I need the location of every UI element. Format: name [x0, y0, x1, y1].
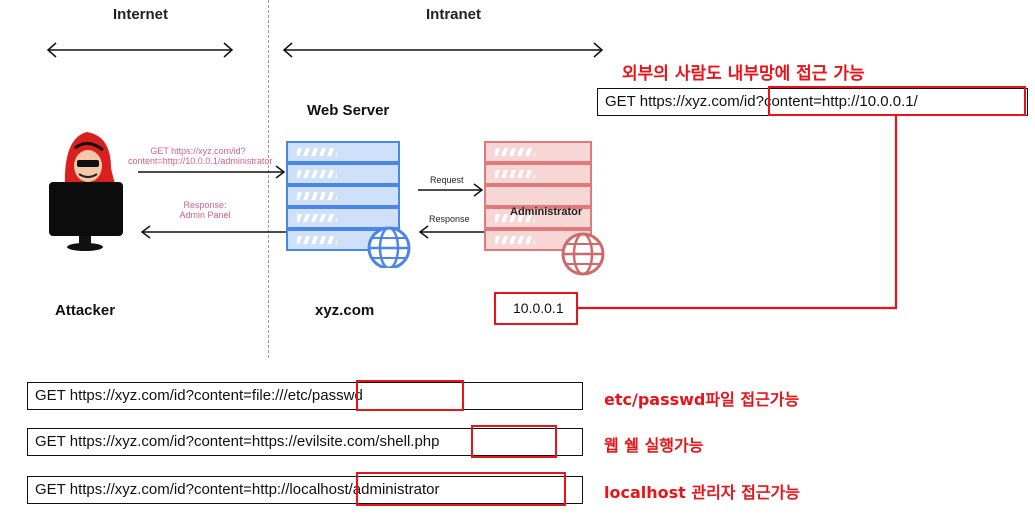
top-example-highlight: [768, 86, 1026, 116]
web-server-title: Web Server: [307, 102, 390, 119]
zone-divider: [268, 0, 269, 358]
web-host-label: xyz.com: [315, 302, 375, 319]
example-url-2: GET https://xyz.com/id?content=https://e…: [27, 428, 583, 456]
internet-zone-label: Internet: [113, 6, 169, 23]
web-server-icon: [286, 141, 411, 268]
request-label: Request: [430, 175, 464, 185]
attack-request-arrow: [138, 165, 286, 179]
example-note-3: localhost 관리자 접근가능: [604, 483, 800, 502]
request-arrow: [418, 183, 484, 197]
admin-server-label: Administrator: [510, 206, 583, 218]
intranet-zone-label: Intranet: [426, 6, 482, 23]
top-example-note: 외부의 사람도 내부망에 접근 가능: [622, 64, 865, 84]
attack-request-label: GET https://xyz.com/id? content=http://1…: [128, 146, 273, 166]
connector-line: [578, 116, 898, 310]
example-highlight-2: [471, 425, 557, 458]
example-url-3: GET https://xyz.com/id?content=http://lo…: [27, 476, 583, 504]
internal-ip-label: 10.0.0.1: [513, 300, 564, 316]
intranet-span-arrow: [282, 42, 604, 58]
admin-panel-response-label: Response: Admin Panel: [179, 200, 231, 220]
attacker-icon: [49, 132, 123, 251]
example-note-2: 웹 쉘 실행가능: [604, 436, 704, 455]
admin-server-icon: [484, 141, 605, 276]
internal-ip-box: [494, 292, 578, 325]
admin-panel-response-arrow: [140, 225, 286, 239]
internal-response-label: Response: [429, 214, 470, 224]
top-example-url: GET https://xyz.com/id?content=http://10…: [597, 88, 1028, 116]
attacker-label: Attacker: [55, 302, 116, 319]
example-note-1: etc/passwd파일 접근가능: [604, 390, 800, 409]
example-highlight-3: [356, 472, 566, 506]
example-highlight-1: [356, 380, 464, 411]
internal-response-arrow: [418, 225, 484, 239]
example-url-1: GET https://xyz.com/id?content=file:///e…: [27, 382, 583, 410]
internet-span-arrow: [46, 42, 234, 58]
